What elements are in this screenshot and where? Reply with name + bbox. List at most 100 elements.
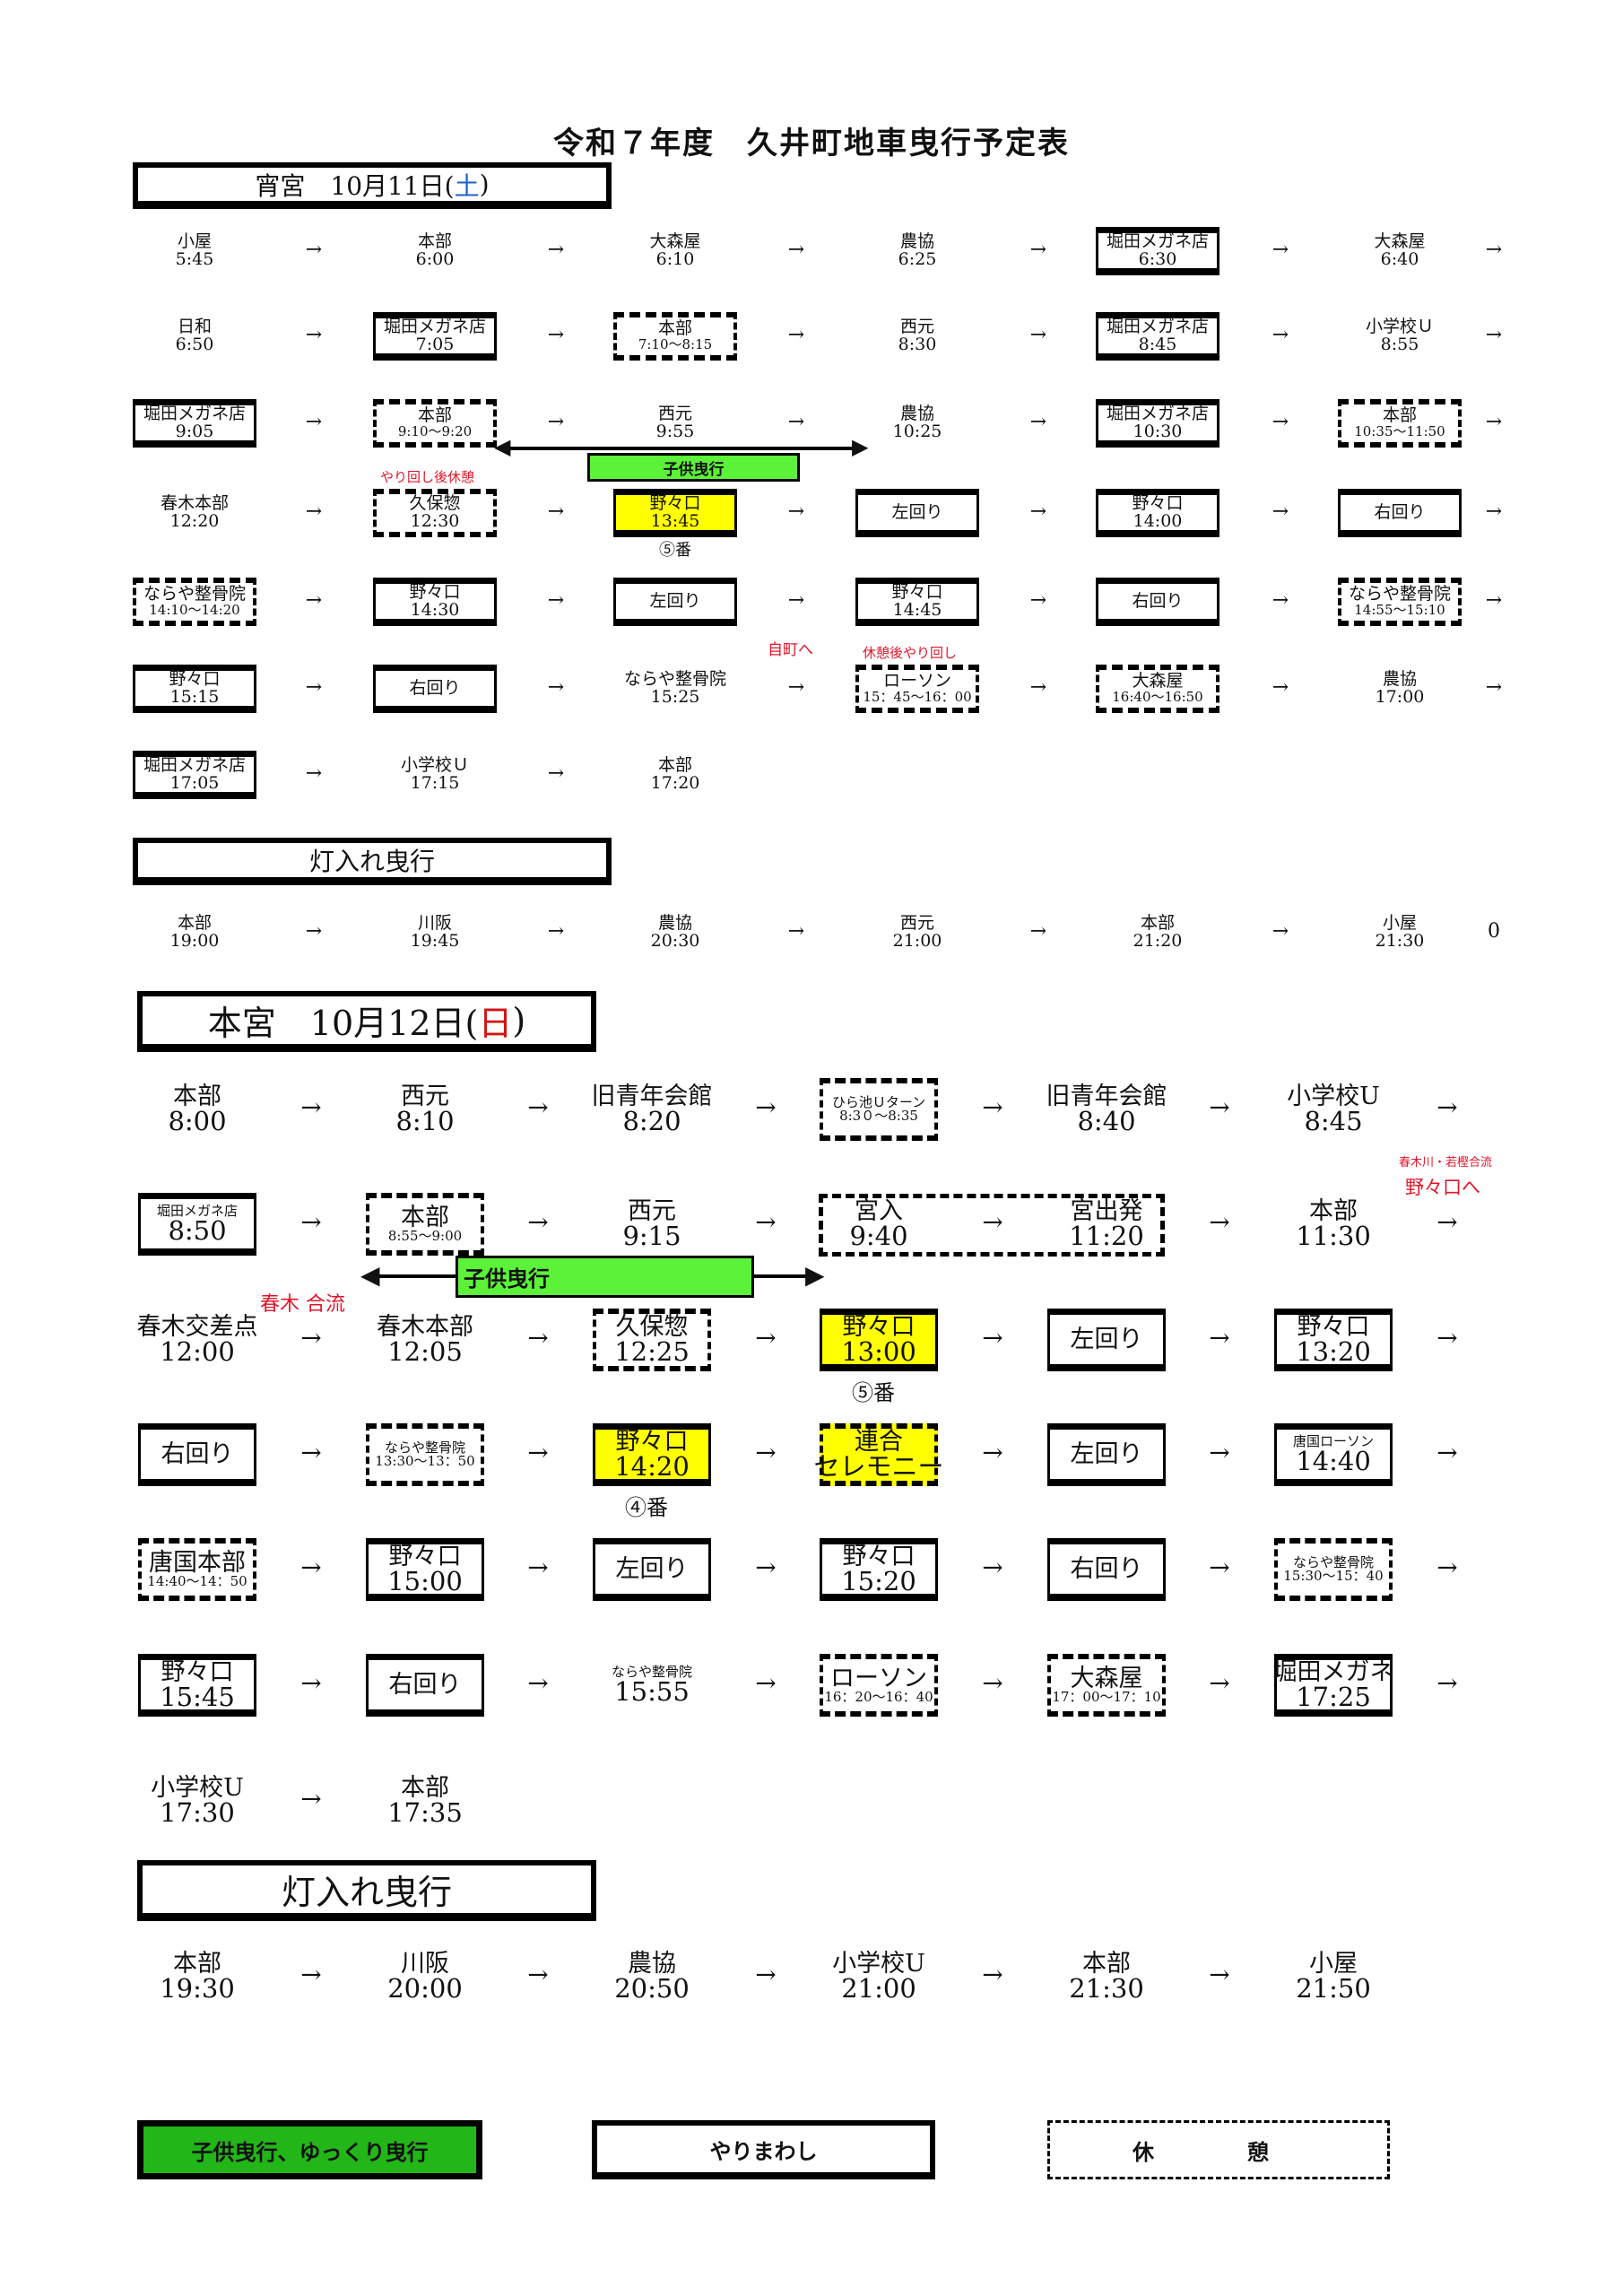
stop-name: 野々口	[842, 1312, 916, 1341]
note-to-noguchi: 野々口へ	[1405, 1177, 1480, 1198]
arrow-right-icon: →	[547, 238, 565, 261]
arrow-right-icon: →	[1271, 323, 1289, 346]
arrow-right-icon: →	[982, 1092, 1003, 1123]
stop-time: 14:55～15:10	[1354, 602, 1445, 619]
stop-name: 春木本部	[160, 493, 229, 514]
stop-time: 12:30	[410, 511, 460, 531]
stop-box: 左回り	[593, 1538, 711, 1601]
arrow-right-icon: →	[1029, 919, 1047, 943]
stop-time: 15:55	[614, 1676, 690, 1707]
stop-time: 21:30	[1069, 1973, 1144, 2004]
stop-name: 野々口	[615, 1427, 689, 1456]
stop-time: 13:45	[650, 510, 700, 531]
stop-time: 6:25	[898, 249, 937, 269]
arrow-right-icon: →	[787, 500, 805, 523]
stop-name: 久保惣	[615, 1313, 689, 1341]
stop-time: 13:20	[1296, 1335, 1371, 1367]
stop-name: 野々口	[1132, 492, 1184, 513]
stop-time: 14:00	[1133, 510, 1183, 531]
note-haruki-merge: 春木 合流	[260, 1293, 345, 1316]
stop-name: 野々口	[169, 668, 221, 689]
stop-name: 本部	[417, 405, 452, 426]
arrow-right-icon: →	[982, 1207, 1003, 1238]
stop-name: 西元	[657, 404, 692, 424]
stop-name: 本部	[173, 1083, 221, 1110]
stop-name: ローソン	[882, 671, 951, 691]
stop-name: 大森屋	[1374, 231, 1426, 252]
stop-name: 本部	[401, 1204, 449, 1231]
stop-time: 8:55～9:00	[387, 1228, 463, 1244]
arrow-right-icon: →	[527, 1668, 549, 1699]
stop-name: 宮出発	[1070, 1197, 1143, 1225]
arrow-right-icon: →	[300, 1323, 322, 1353]
stop-name: 連合	[855, 1428, 903, 1456]
arrow-right-icon: →	[1271, 238, 1289, 261]
stop-time: 15:15	[169, 686, 220, 707]
stop-time: 17:20	[650, 773, 700, 793]
stop-time: 9:10～9:20	[397, 423, 473, 440]
stop-name: 本部	[1382, 405, 1417, 426]
stop-name: ひら池Ｕターン	[831, 1094, 926, 1110]
stop-name: 西元	[401, 1083, 449, 1110]
stop-name: 西元	[628, 1197, 676, 1225]
stop-time: 14:20	[614, 1450, 690, 1482]
arrow-right-icon: →	[1485, 323, 1503, 346]
stop-time: 8:40	[1077, 1106, 1136, 1136]
page-title: 令和７年度 久井町地車曳行予定表	[553, 126, 1070, 161]
stop-time: 19:00	[169, 931, 220, 951]
stop-time: 14:30	[410, 599, 460, 620]
stop-time: 15:25	[650, 687, 700, 707]
stop-time: 20:30	[650, 931, 700, 951]
arrow-right-icon: →	[305, 675, 323, 699]
stop-name: 旧青年会館	[1046, 1083, 1167, 1110]
stop-box: 左回り	[613, 578, 737, 626]
arrow-right-icon: →	[1029, 238, 1047, 261]
kids-parade-range-line	[501, 447, 863, 450]
arrow-right-icon: 0	[1488, 919, 1500, 943]
stop-name: 野々口	[842, 1542, 916, 1570]
stop-name: 右回り	[388, 1671, 462, 1699]
arrow-right-icon: →	[1436, 1552, 1458, 1583]
arrow-right-icon: →	[755, 1438, 777, 1468]
arrow-right-icon: →	[1209, 1668, 1230, 1699]
arrow-right-icon: →	[787, 588, 805, 612]
arrow-right-icon: →	[1271, 410, 1289, 433]
arrow-right-icon: →	[1029, 410, 1047, 433]
stop-time: 8:00	[168, 1106, 227, 1136]
stop-box: 右回り	[1047, 1538, 1166, 1601]
stop-time: 12:20	[169, 511, 220, 531]
stop-name: 唐国ローソン	[1292, 1432, 1374, 1449]
arrow-right-icon: →	[527, 1092, 549, 1123]
stop-time: 15:00	[387, 1565, 463, 1596]
shrine-visit-rest-box	[819, 1194, 1165, 1257]
stop-box: 左回り	[1047, 1309, 1166, 1371]
arrow-right-icon: →	[300, 1438, 322, 1468]
arrow-right-icon: →	[982, 1552, 1003, 1583]
arrow-right-icon: →	[1436, 1323, 1458, 1353]
